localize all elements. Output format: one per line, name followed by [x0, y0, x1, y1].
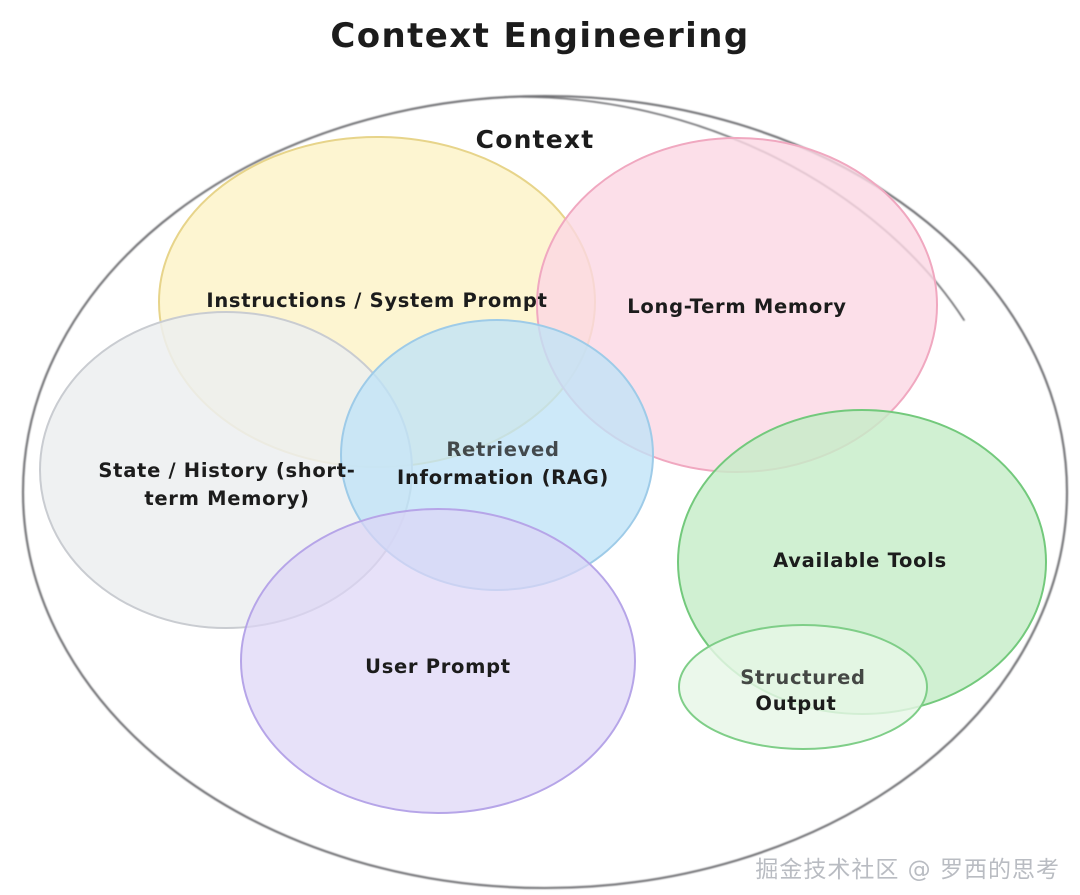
blob-label-retrieved-information: Retrieved Information (RAG) — [397, 438, 609, 489]
blob-user-prompt-shape — [240, 508, 636, 814]
svg-text:term Memory): term Memory) — [144, 487, 309, 510]
watermark: 掘金技术社区 @ 罗西的思考 — [755, 857, 1060, 883]
svg-text:State / History (short-: State / History (short- — [98, 459, 355, 482]
context-label: Context — [476, 125, 595, 154]
blob-label-user-prompt: User Prompt — [365, 655, 511, 678]
blob-label-long-term-memory: Long-Term Memory — [627, 295, 846, 318]
venn-blob-labels: Instructions / System Prompt Long-Term M… — [98, 289, 946, 715]
svg-text:Output: Output — [755, 692, 836, 715]
svg-text:Retrieved: Retrieved — [446, 438, 559, 461]
page-title: Context Engineering — [330, 16, 749, 56]
blob-label-state-history: State / History (short- term Memory) — [98, 459, 355, 510]
blob-label-structured-output: Structured Output — [740, 666, 865, 715]
venn-blobs — [39, 136, 1047, 814]
blob-label-available-tools: Available Tools — [773, 549, 947, 572]
blob-label-instructions: Instructions / System Prompt — [206, 289, 547, 312]
svg-text:Structured: Structured — [740, 666, 865, 689]
blob-structured-output-shape — [678, 624, 928, 750]
context-boundary-outline — [21, 94, 1069, 890]
svg-text:Information (RAG): Information (RAG) — [397, 466, 609, 489]
